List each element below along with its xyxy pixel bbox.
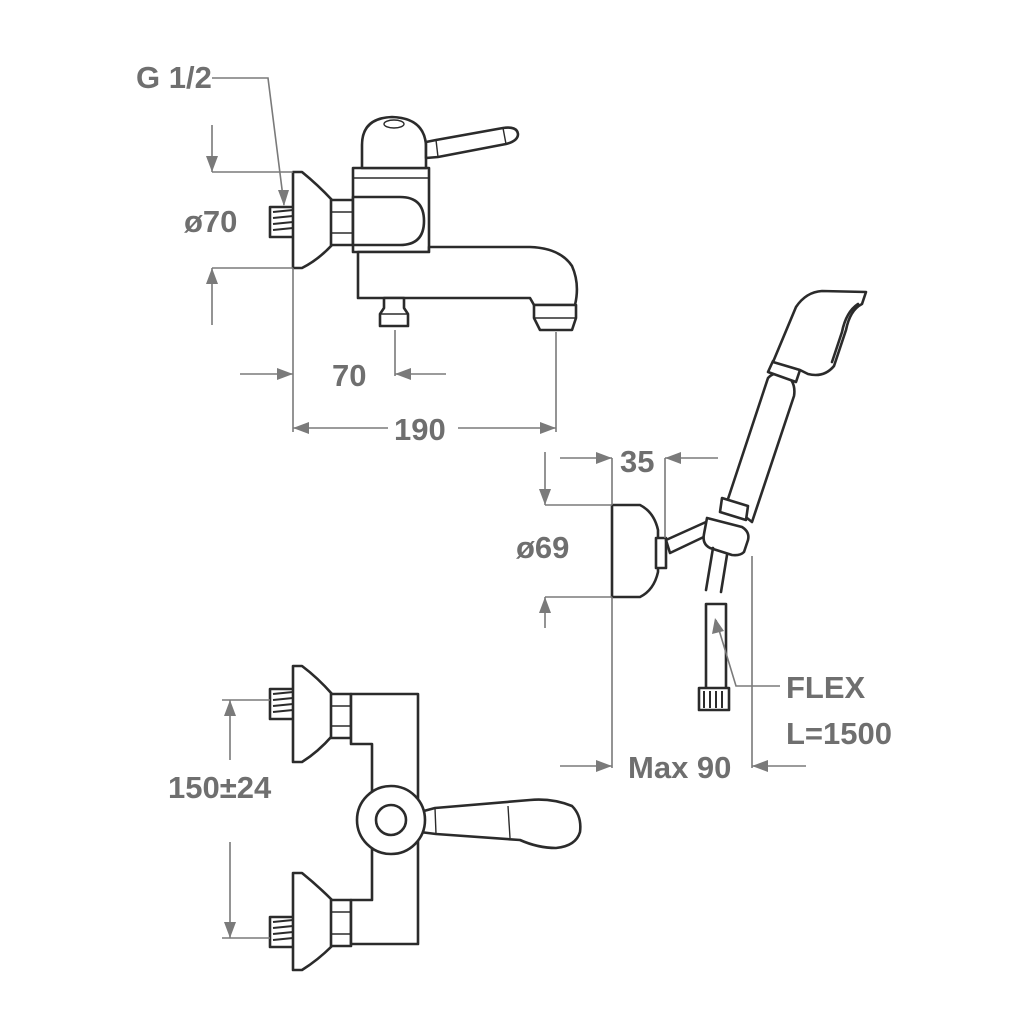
wall-flange-top	[291, 170, 334, 270]
hex-nut-lower	[329, 898, 353, 948]
thread-label: G 1/2	[136, 60, 212, 95]
center-distance-label: 150±24	[168, 770, 272, 805]
diameter-mixer-label: ø70	[184, 204, 237, 239]
threaded-connector-top	[268, 205, 298, 239]
lever-handle-front	[418, 798, 582, 850]
hex-nut-top	[329, 198, 355, 247]
wall-flange-lower	[291, 871, 334, 972]
width-190-label: 190	[394, 412, 446, 447]
depth-35-label: 35	[620, 444, 654, 479]
shower-holder-view	[610, 289, 868, 712]
hex-nut-upper	[329, 692, 353, 740]
spout	[356, 245, 579, 307]
control-knob-center	[374, 803, 408, 837]
wall-flange-upper	[291, 664, 334, 764]
hose-lower	[704, 602, 728, 692]
dimensions-top	[206, 77, 557, 434]
hose-upper	[704, 546, 729, 594]
shower-handle	[725, 372, 796, 524]
holder-ring	[702, 516, 750, 557]
mixer-side-view	[268, 115, 579, 332]
width-70-label: 70	[332, 358, 366, 393]
diameter-holder-label: ø69	[516, 530, 569, 565]
dimensions-front	[222, 699, 270, 939]
flex-label: FLEX	[786, 670, 866, 705]
diverter-knob	[378, 296, 410, 328]
dimensions-holder	[539, 452, 806, 772]
threaded-connector-lower	[268, 915, 298, 949]
mixer-front-view	[268, 664, 582, 972]
flex-length-label: L=1500	[786, 716, 892, 751]
connecting-pipe	[351, 195, 426, 247]
holder-rosette	[610, 503, 660, 599]
holder-stem	[654, 536, 668, 570]
handle-collar	[718, 496, 750, 522]
shower-head	[771, 289, 868, 377]
max-90-label: Max 90	[628, 750, 731, 785]
cartridge-dome	[360, 115, 428, 170]
